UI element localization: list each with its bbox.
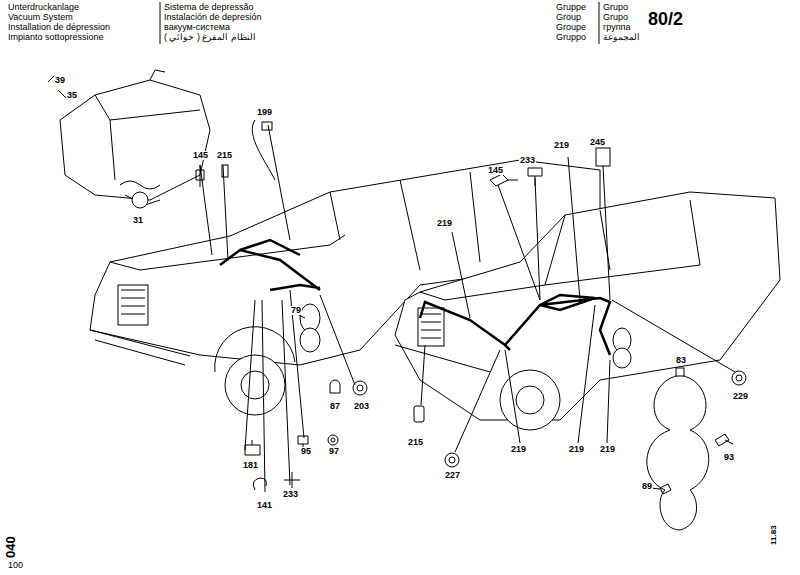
callout-number: 219 <box>553 141 570 150</box>
group-number: 80/2 <box>648 10 683 28</box>
callout-number: 233 <box>282 490 299 499</box>
date-code: 11.83 <box>770 525 778 545</box>
page-number: 100 <box>8 561 23 570</box>
callout-number: 203 <box>353 402 370 411</box>
callout-number: 219 <box>436 219 453 228</box>
callout-number: 89 <box>641 482 653 491</box>
callout-number: 245 <box>589 138 606 147</box>
callout-number: 93 <box>723 453 735 462</box>
callout-number: 79 <box>290 306 302 315</box>
heading-text: вакуум-система <box>164 23 230 32</box>
callout-number: 215 <box>216 151 233 160</box>
callout-number: 141 <box>256 501 273 510</box>
group-text: Grupo <box>603 3 628 12</box>
heading-text: Unterdruckanlage <box>8 3 79 12</box>
group-text: группа <box>603 23 630 32</box>
callout-number: 219 <box>510 445 527 454</box>
callout-number: 233 <box>519 156 536 165</box>
heading-text: Sistema de depressão <box>164 3 254 12</box>
heading-text: Impianto sottopressione <box>8 33 104 42</box>
heading-text: Instalación de depresión <box>164 13 262 22</box>
callout-number: 219 <box>599 445 616 454</box>
group-text: Gruppe <box>556 3 586 12</box>
group-text: المجموعة <box>603 33 640 42</box>
heading-text: النظام المفرغ ( خوائي ) <box>164 33 256 42</box>
group-text: Gruppo <box>556 33 586 42</box>
callout-number: 97 <box>328 447 340 456</box>
callout-number: 95 <box>300 447 312 456</box>
group-text: Groupe <box>556 23 586 32</box>
callout-number: 215 <box>407 438 424 447</box>
callout-number: 145 <box>192 151 209 160</box>
callout-number: 219 <box>568 445 585 454</box>
heading-text: Vacuum System <box>8 13 73 22</box>
callout-number: 39 <box>54 76 66 85</box>
callout-number: 229 <box>732 392 749 401</box>
callout-number: 35 <box>66 91 78 100</box>
group-text: Grupo <box>603 13 628 22</box>
callout-number: 199 <box>256 108 273 117</box>
callout-number: 83 <box>675 356 687 365</box>
heading-text: Installation de dépression <box>8 23 110 32</box>
callout-number: 145 <box>487 166 504 175</box>
callout-number: 181 <box>242 461 259 470</box>
callout-number: 87 <box>329 402 341 411</box>
page-code: 040 <box>4 536 17 558</box>
callout-number: 31 <box>132 216 144 225</box>
group-text: Group <box>556 13 581 22</box>
callout-number: 227 <box>444 471 461 480</box>
